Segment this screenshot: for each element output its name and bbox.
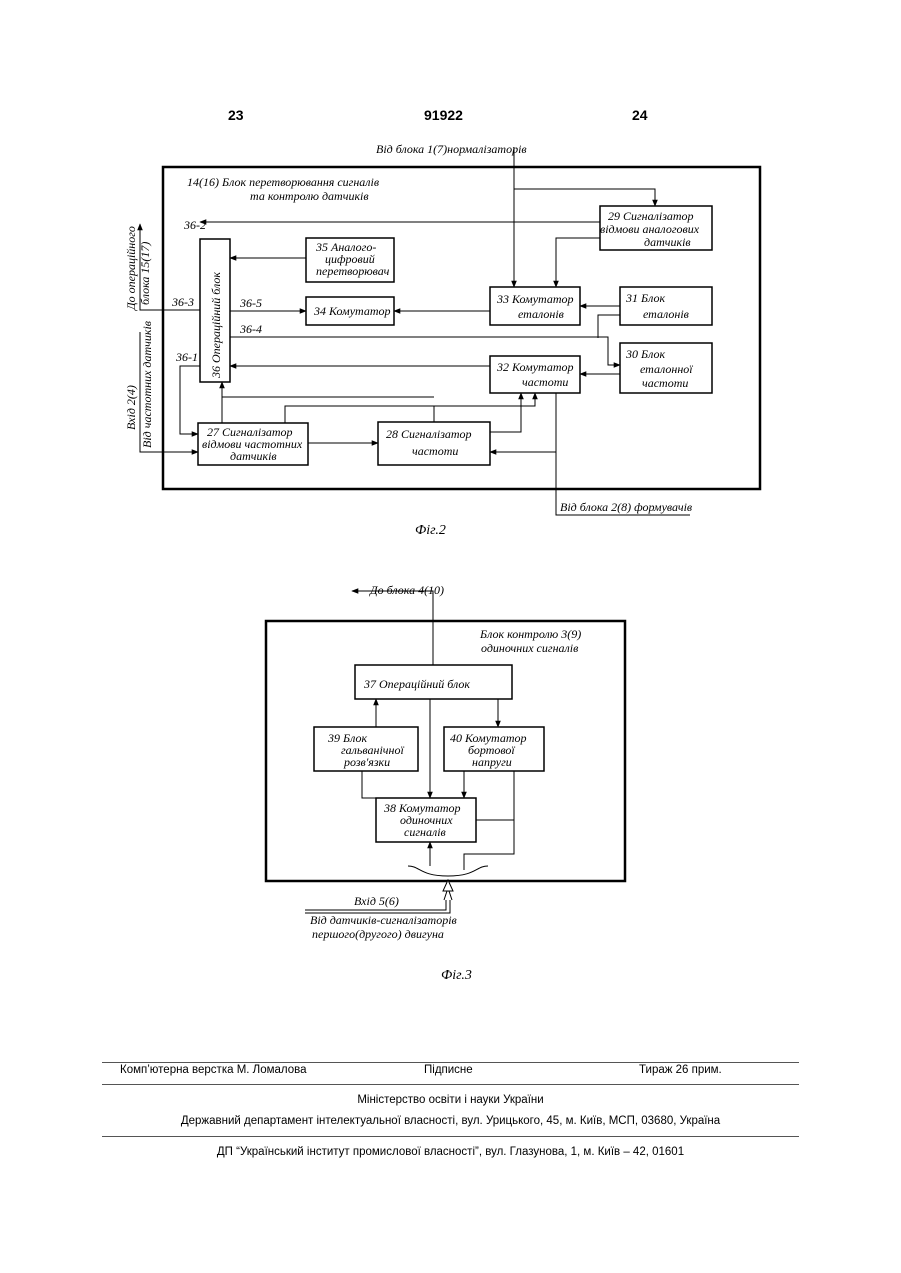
footer-department: Державний департамент інтелектуальної вл… bbox=[102, 1115, 799, 1127]
block-36-label: 36 Операційний блок bbox=[209, 272, 223, 379]
block-32-label-2: частоти bbox=[522, 375, 568, 389]
port-36-1: 36-1 bbox=[175, 350, 198, 364]
port-36-4: 36-4 bbox=[239, 322, 262, 336]
block-38-label-3: сигналів bbox=[404, 825, 446, 839]
block-28-label-1: 28 Сигналізатор bbox=[386, 427, 472, 441]
block-30-label-3: частоти bbox=[642, 376, 688, 390]
footer-signed: Підписне bbox=[424, 1064, 473, 1076]
block-35-label-3: перетворювач bbox=[316, 264, 390, 278]
fig3-output-top: До блока 4(10) bbox=[369, 583, 444, 597]
block-39-label-3: розв'язки bbox=[343, 755, 390, 769]
block-29-label-1: 29 Сигналізатор bbox=[608, 209, 694, 223]
fig2-out-left-2: блока 15(17) bbox=[138, 242, 152, 305]
fig2-caption: Фіг.2 bbox=[415, 523, 446, 538]
block-33-label-2: еталонів bbox=[518, 307, 564, 321]
block-34-label: 34 Комутатор bbox=[313, 304, 391, 318]
fig2-title-2: та контролю датчиків bbox=[250, 189, 369, 203]
fig3-input-1: Вхід 5(6) bbox=[354, 894, 399, 908]
block-33-label-1: 33 Комутатор bbox=[496, 292, 574, 306]
fig2-out-left-1: До операційного bbox=[124, 226, 138, 311]
footer-rule-2 bbox=[102, 1084, 799, 1085]
block-30-label-1: 30 Блок bbox=[625, 347, 665, 361]
fig2-in-left-2: Від частотних датчиків bbox=[140, 321, 154, 448]
block-29-label-3: датчиків bbox=[644, 235, 691, 249]
block-37-label: 37 Операційний блок bbox=[363, 677, 470, 691]
block-32-label-1: 32 Комутатор bbox=[496, 360, 574, 374]
footer-circulation: Тираж 26 прим. bbox=[639, 1064, 722, 1076]
block-31-label-2: еталонів bbox=[643, 307, 689, 321]
fig3-title-1: Блок контролю 3(9) bbox=[479, 627, 581, 641]
fig2-in-left-1: Вхід 2(4) bbox=[124, 385, 138, 430]
footer-layout: Комп’ютерна верстка М. Ломалова bbox=[120, 1064, 307, 1076]
fig2-input-top: Від блока 1(7)нормалізаторів bbox=[376, 142, 527, 156]
footer-rule-3 bbox=[102, 1136, 799, 1137]
block-28-label-2: частоти bbox=[412, 444, 458, 458]
block-29-label-2: відмови аналогових bbox=[600, 222, 700, 236]
block-27-label-3: датчиків bbox=[230, 449, 277, 463]
fig2-title-1: 14(16) Блок перетворювання сигналів bbox=[187, 175, 379, 189]
fig3-input-2: Від датчиків-сигналізаторів bbox=[310, 913, 457, 927]
footer-rule-1 bbox=[102, 1062, 799, 1063]
footer-institute: ДП “Український інститут промислової вла… bbox=[102, 1146, 799, 1158]
fig3-input-3: першого(другого) двигуна bbox=[312, 927, 444, 941]
footer-ministry: Міністерство освіти і науки України bbox=[102, 1094, 799, 1106]
block-30-label-2: еталонної bbox=[640, 362, 693, 376]
port-36-3: 36-3 bbox=[171, 295, 194, 309]
block-31-label-1: 31 Блок bbox=[625, 291, 665, 305]
fig3-caption: Фіг.3 bbox=[441, 968, 472, 983]
port-36-5: 36-5 bbox=[239, 296, 262, 310]
port-36-2: 36-2 bbox=[183, 218, 206, 232]
block-40-label-3: напруги bbox=[472, 755, 512, 769]
fig3-title-2: одиночних сигналів bbox=[481, 641, 578, 655]
fig2-input-bottom: Від блока 2(8) формувачів bbox=[560, 500, 692, 514]
